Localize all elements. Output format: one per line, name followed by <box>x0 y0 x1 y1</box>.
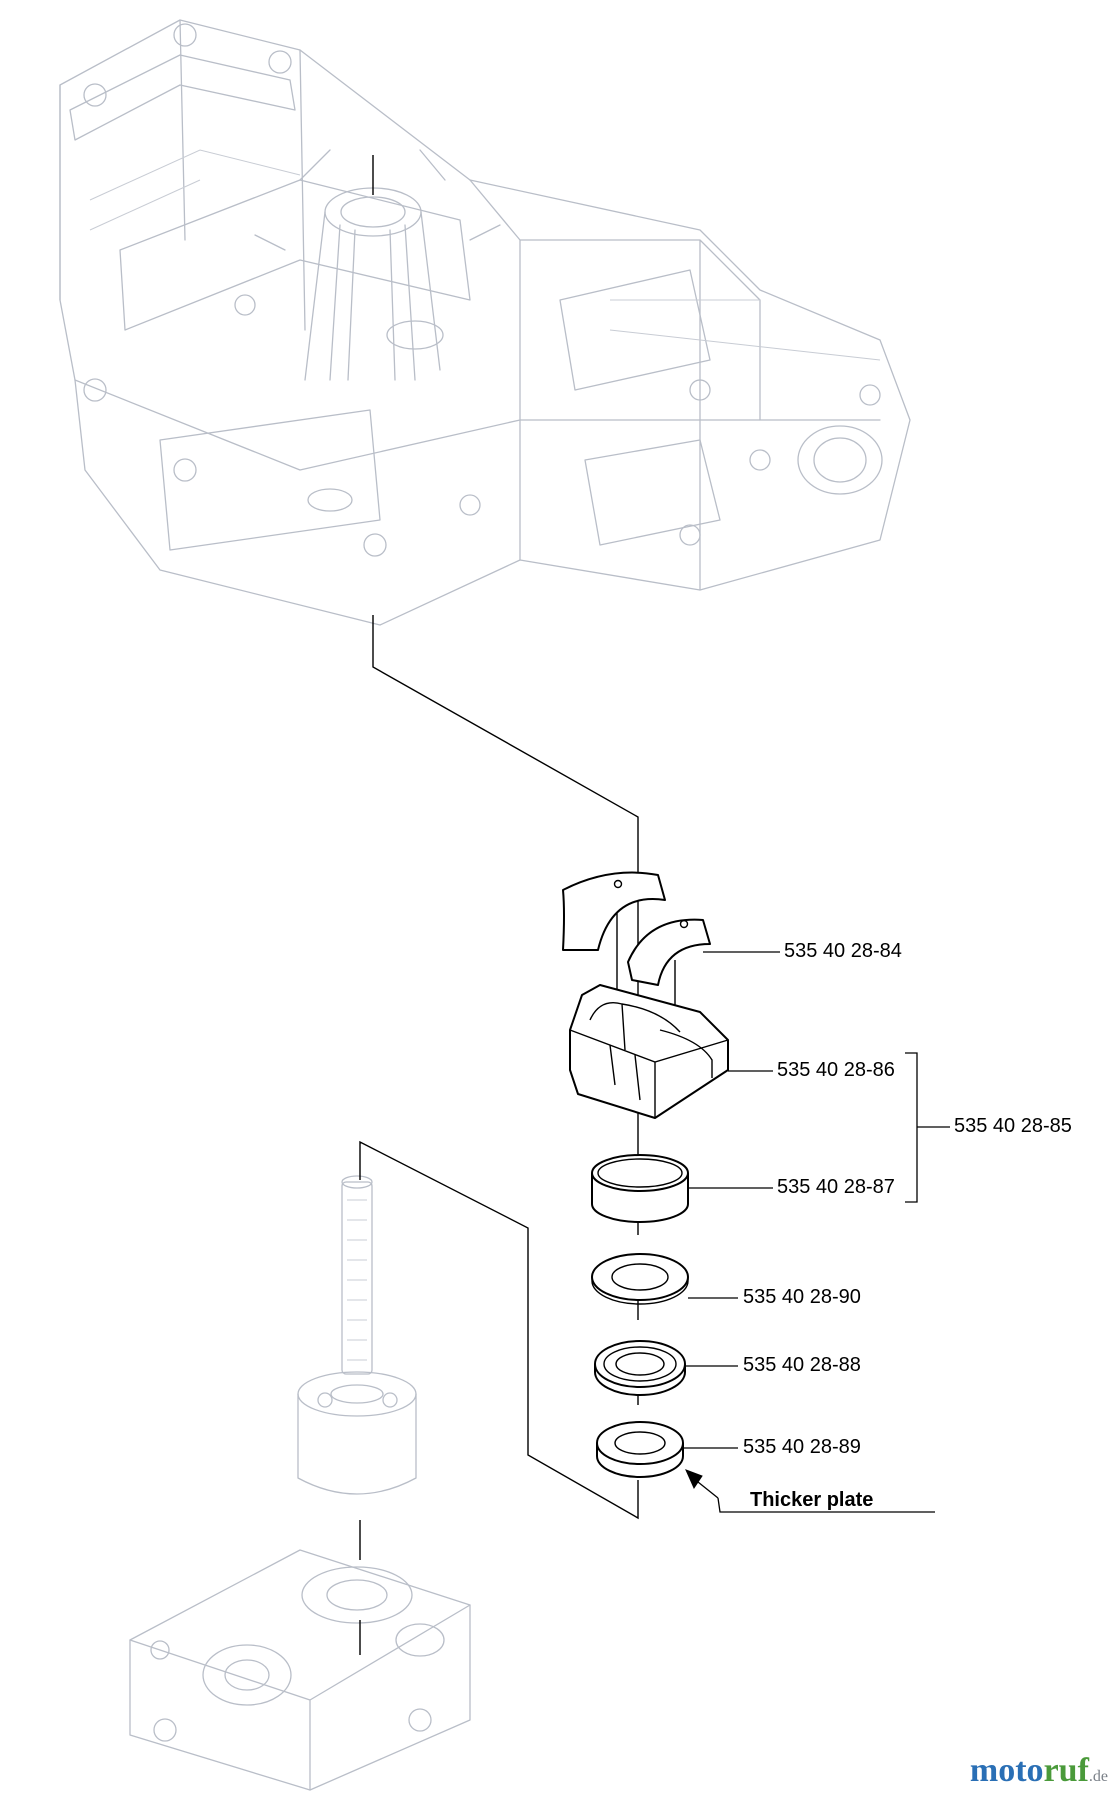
ring-bushing <box>591 1154 689 1223</box>
thrust-washer <box>591 1253 689 1305</box>
assembly-axis-lines <box>359 155 639 1655</box>
motoruf-logo: motoruf.de <box>970 1754 1108 1788</box>
callout-535-40-28-89: 535 40 28-89 <box>743 1436 861 1458</box>
thick-plate <box>596 1421 684 1478</box>
thrust-bearing <box>594 1340 686 1396</box>
logo-part-1: moto <box>969 1752 1044 1789</box>
logo-suffix: .de <box>1088 1768 1108 1785</box>
callout-535-40-28-90: 535 40 28-90 <box>743 1286 861 1308</box>
callout-535-40-28-88: 535 40 28-88 <box>743 1354 861 1376</box>
leader-lines <box>683 951 950 1513</box>
callout-535-40-28-86: 535 40 28-86 <box>777 1059 895 1081</box>
logo-part-2: ruf <box>1043 1752 1089 1789</box>
bearing-plates <box>562 871 711 1025</box>
cradle-block <box>569 984 729 1119</box>
callout-535-40-28-85: 535 40 28-85 <box>954 1115 1072 1137</box>
thicker-plate-annotation: Thicker plate <box>750 1489 874 1511</box>
callout-535-40-28-87: 535 40 28-87 <box>777 1176 895 1198</box>
pump-motor-illustration <box>129 1175 471 1791</box>
callout-535-40-28-84: 535 40 28-84 <box>784 940 902 962</box>
transaxle-housing-illustration <box>59 19 911 626</box>
